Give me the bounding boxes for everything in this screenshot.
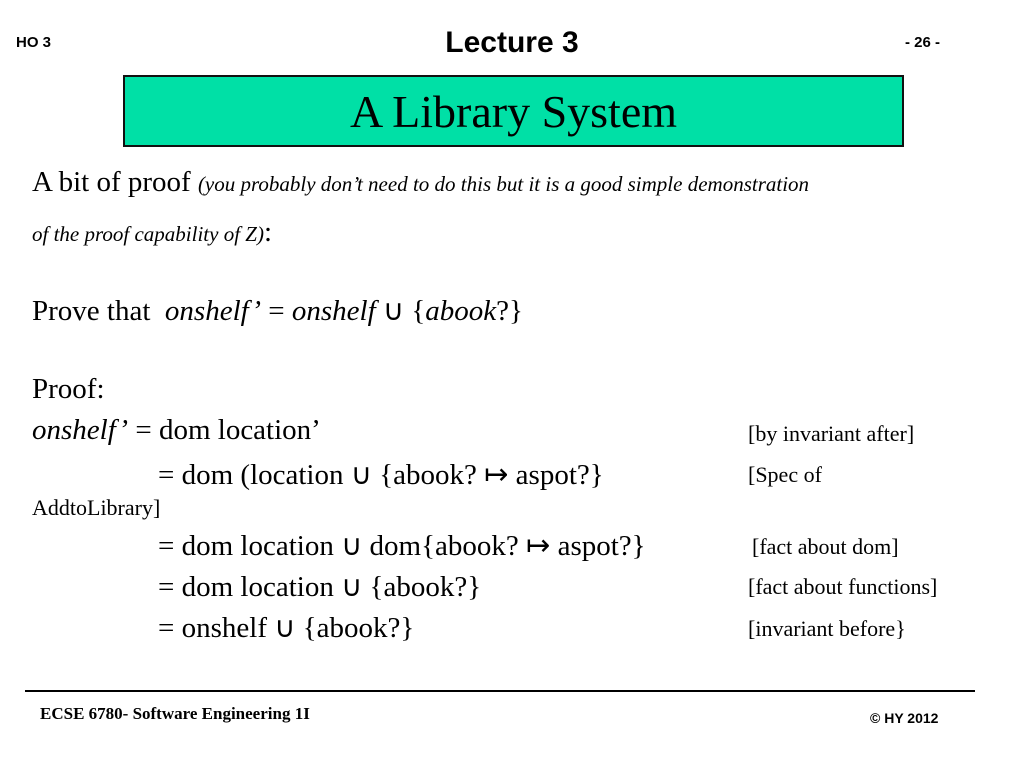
intro-colon: : [263,216,273,248]
footer-divider [25,690,975,692]
proof-line-1: onshelf’ = dom location’ [32,414,321,447]
proof-line-3-reason: [fact about dom] [752,534,899,559]
proof-line-2-expr: = dom (location ∪ {abook? ↦ aspot?} [158,459,604,491]
prove-lhs: onshelf’ [164,295,261,327]
prove-elem: abook [425,295,497,327]
proof-line-5-reason: [invariant before} [748,616,906,641]
footer-course: ECSE 6780- Software Engineering 1I [40,704,310,723]
prove-statement: Prove that onshelf’ = onshelf ∪ {abook?} [32,293,523,328]
proof-line-1-reason: [by invariant after] [748,421,915,446]
proof-line-1-expr: = dom location’ [135,414,321,446]
prove-prefix: Prove that [32,295,151,327]
lecture-heading: Lecture 3 [445,26,579,59]
prove-eq: = [268,295,285,327]
proof-line-5-expr: = onshelf ∪ {abook?} [158,612,415,644]
handout-number: HO 3 [16,34,52,51]
proof-line-2-reason: [Spec of [748,462,822,487]
proof-line-3-expr: = dom location ∪ dom{abook? ↦ aspot?} [158,530,646,562]
proof-line-2-continuation: AddtoLibrary] [32,495,161,520]
intro-lead: A bit of proof [32,166,191,198]
slide-title-box: A Library System [123,75,904,147]
prove-close: ?} [496,295,523,327]
footer-copyright: © HY 2012 [870,710,939,726]
intro-note-cont: of the proof capability of Z) [32,222,264,246]
prove-union: ∪ [382,295,405,327]
intro-line-2: of the proof capability of Z): [32,216,272,249]
page-number: - 26 - [905,34,941,51]
proof-line-4-expr: = dom location ∪ {abook?} [158,571,482,603]
proof-heading: Proof: [32,373,105,405]
proof-line-4-reason: [fact about functions] [748,574,938,599]
prove-rhs-var: onshelf [291,295,376,327]
prove-open: { [411,295,426,327]
proof-line-1-label: onshelf’ [32,414,129,446]
slide-title: A Library System [349,85,678,137]
intro-line-1: A bit of proof (you probably don’t need … [32,168,809,197]
intro-note: (you probably don’t need to do this but … [197,172,810,196]
